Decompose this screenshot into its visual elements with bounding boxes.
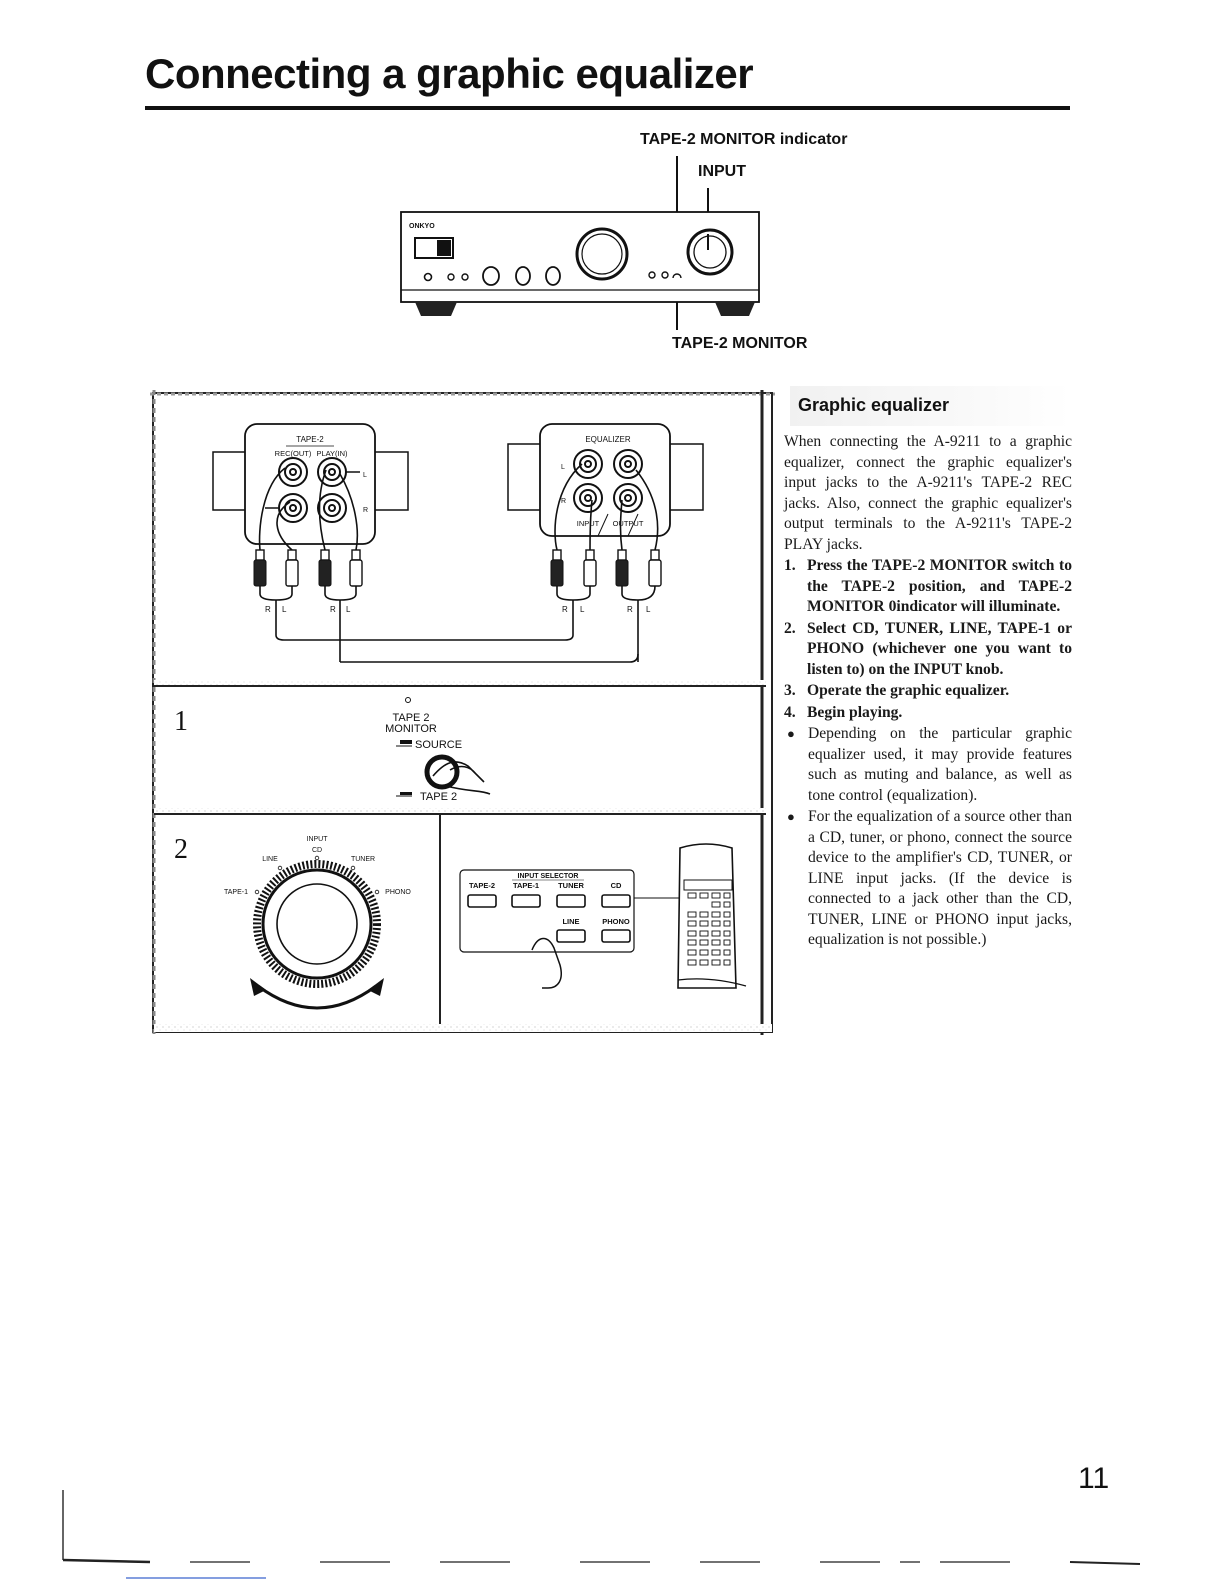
eq-panel-title: EQUALIZER	[585, 435, 631, 444]
remote-selector-label: INPUT SELECTOR	[518, 873, 579, 880]
right-foot	[715, 302, 755, 316]
title-rule	[145, 106, 1070, 110]
remote-btn-tuner-label: TUNER	[558, 881, 584, 890]
step-item: 2. Select CD, TUNER, LINE, TAPE-1 or PHO…	[784, 619, 1072, 681]
step-1-panel: 1 TAPE 2 MONITOR SOURCE TAPE 2	[174, 697, 491, 803]
plug-label-6: L	[580, 605, 585, 614]
remote-btn-tape1-label: TAPE-1	[513, 881, 539, 890]
step-number: 3.	[784, 682, 796, 699]
remote-btn-tape2-label: TAPE-2	[469, 881, 495, 890]
step-1-tape2: TAPE 2	[392, 712, 429, 724]
eq-input-label: INPUT	[577, 519, 600, 528]
amp-l-label: L	[363, 472, 367, 479]
plug-label-3: R	[330, 605, 336, 614]
remote-btn-line-label: LINE	[562, 917, 579, 926]
plug-label-7: R	[627, 605, 633, 614]
knob-line-label: LINE	[262, 856, 278, 863]
step-text: Press the TAPE-2 MONITOR switch to the T…	[807, 557, 1072, 615]
step-1-number: 1	[174, 706, 188, 737]
tape2-monitor-button	[424, 754, 460, 790]
step-item: 4. Begin playing.	[784, 703, 1072, 724]
plug-label-5: R	[562, 605, 568, 614]
page-title: Connecting a graphic equalizer	[145, 50, 754, 97]
knob-input-label: INPUT	[307, 836, 329, 843]
plug-label-1: R	[265, 605, 271, 614]
remote-btn-phono-label: PHONO	[602, 917, 630, 926]
note-item: ● Depending on the particular graphic eq…	[784, 724, 1072, 806]
step-text: Begin playing.	[807, 703, 903, 721]
scan-edge-marks	[62, 1490, 1141, 1579]
step-number: 2.	[784, 619, 796, 637]
bullet-icon: ●	[787, 726, 795, 741]
step-text: Operate the graphic equalizer.	[807, 682, 1010, 699]
rotation-arrow	[257, 984, 377, 1010]
amp-r-label: R	[363, 507, 368, 514]
amp-play-label: PLAY(IN)	[316, 449, 348, 458]
bass-knob	[482, 266, 500, 286]
step-2-number: 2	[174, 834, 188, 865]
callout-input: INPUT	[698, 163, 746, 180]
eq-output-label: OUTPUT	[613, 519, 644, 528]
connection-diagram: TAPE-2 REC(OUT) PLAY(IN) L R EQUALIZER L…	[150, 390, 775, 1035]
step-item: 3. Operate the graphic equalizer.	[784, 681, 1072, 702]
plug-label-4: L	[346, 605, 351, 614]
amp-rec-label: REC(OUT)	[275, 449, 312, 458]
left-foot	[415, 302, 457, 316]
amplifier-front-panel-diagram: ONKYO	[400, 156, 760, 330]
rca-plugs	[253, 549, 662, 663]
step-1-source: SOURCE	[415, 739, 462, 751]
callout-tape2-monitor: TAPE-2 MONITOR	[672, 335, 808, 352]
eq-r-label: R	[561, 498, 566, 505]
finger-press-icon	[531, 937, 562, 989]
step-text: Select CD, TUNER, LINE, TAPE-1 or PHONO …	[807, 619, 1072, 678]
step-2-input-knob: 2 INPUT CD LINE TUNER TAPE-1 PHONO	[174, 834, 411, 1010]
page-number: 11	[1078, 1462, 1110, 1495]
step-1-tape: TAPE 2	[420, 791, 457, 803]
step-2-remote: INPUT SELECTOR TAPE-2 TAPE-1 TUNER CD LI…	[459, 843, 747, 989]
pointing-hand-icon	[432, 761, 491, 795]
equalizer-rear-panel: EQUALIZER L R INPUT OUTPUT	[507, 423, 704, 537]
amp-panel-title: TAPE-2	[296, 435, 324, 444]
bullet-icon: ●	[787, 809, 795, 824]
balance-knob	[545, 266, 561, 286]
knob-tape1-label: TAPE-1	[224, 889, 248, 896]
instructions-column: When connecting the A-9211 to a graphic …	[784, 432, 1072, 951]
intro-paragraph: When connecting the A-9211 to a graphic …	[784, 433, 1072, 553]
remote-btn-cd-label: CD	[611, 881, 622, 890]
note-item: ● For the equalization of a source other…	[784, 807, 1072, 951]
knob-phono-label: PHONO	[385, 889, 411, 896]
eq-l-label: L	[561, 464, 565, 471]
step-number: 4.	[784, 703, 796, 721]
treble-knob	[515, 266, 531, 286]
note-text: Depending on the particular graphic equa…	[808, 725, 1072, 804]
knob-tuner-label: TUNER	[351, 856, 375, 863]
note-text: For the equalization of a source other t…	[808, 808, 1072, 948]
amp-rear-panel: TAPE-2 REC(OUT) PLAY(IN) L R	[212, 423, 409, 545]
section-heading: Graphic equalizer	[790, 386, 1070, 426]
volume-knob	[575, 227, 629, 281]
step-1-monitor: MONITOR	[385, 723, 437, 735]
plug-label-2: L	[282, 605, 287, 614]
step-item: 1. Press the TAPE-2 MONITOR switch to th…	[784, 556, 1072, 618]
onkyo-logo: ONKYO	[409, 223, 435, 230]
callout-monitor-indicator: TAPE-2 MONITOR indicator	[640, 131, 848, 148]
knob-cd-label: CD	[312, 847, 322, 854]
step-number: 1.	[784, 557, 796, 574]
plug-label-8: L	[646, 605, 651, 614]
